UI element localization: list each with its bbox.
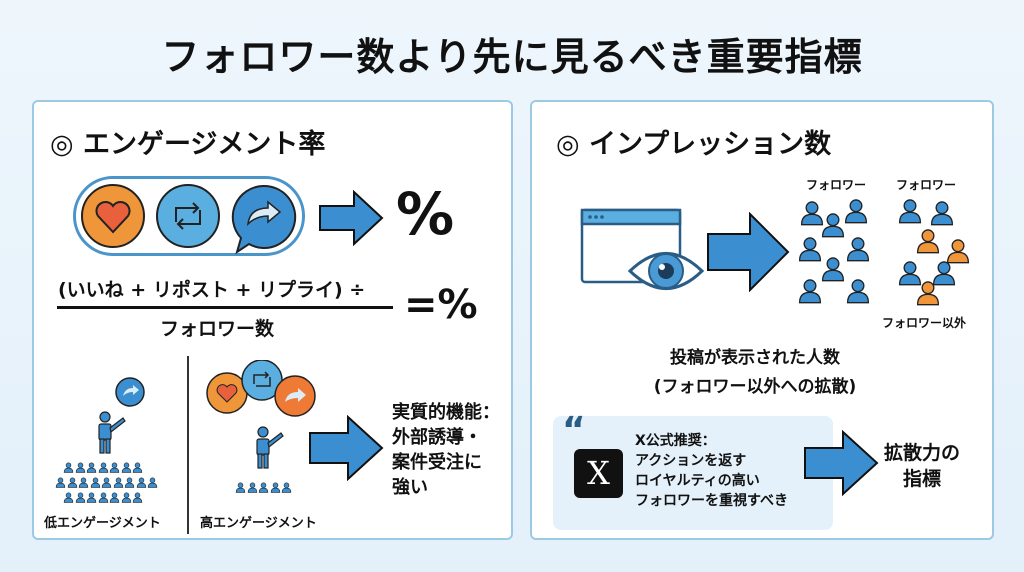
person-icon [898,199,922,224]
person-icon [281,482,292,493]
result-line: 強い [392,477,428,498]
reply-share-icon [231,184,297,254]
followers-crowd [795,198,885,308]
follower-label: フォロワー [896,178,957,192]
reaction-icons [81,184,297,254]
low-engagement-label: 低エンゲージメント [44,516,161,531]
quote-line: フォロワーを重視すべき [635,493,789,509]
reaction-icons-group [73,176,305,256]
person-icon [121,462,131,473]
person-icon [75,462,85,473]
share-bubble-icon [115,377,145,407]
arrow-right-icon [309,415,384,481]
person-icon [109,462,120,473]
impressions-result: 拡散力の 指標 [884,440,960,492]
person-icon [86,462,97,473]
arrow-right-icon [707,212,790,292]
heart-icon [81,184,145,248]
fraction-line [57,306,393,309]
person-icon [898,261,922,286]
quote-line: X公式推奨： [635,433,716,449]
person-icon [124,477,135,488]
result-line: 外部誘導・ [392,427,482,448]
person-icon [235,482,246,493]
quote-icon: “ [562,410,586,451]
non-follower-label: フォロワー以外 [882,316,967,330]
crowd-high [235,482,295,498]
person-icon [113,477,123,488]
person-icon [67,477,77,488]
percent-symbol: % [396,180,455,248]
quote-line: アクションを返す [635,453,747,469]
engagement-result: 実質的機能： 外部誘導・ 案件受注に 強い [392,400,500,500]
person-icon [946,239,970,264]
person-icon [821,213,845,238]
heart-bubble-icon [206,372,248,414]
person-icon [258,482,269,493]
person-icon [798,279,822,304]
presenter-low [98,377,145,454]
person-icon [247,482,257,493]
person-icon [90,477,100,488]
formula-denominator: フォロワー数 [160,318,275,340]
person-icon [63,492,74,503]
person-icon [916,281,940,306]
high-engagement-label: 高エンゲージメント [200,516,317,531]
caption-line: (フォロワー以外への拡散) [653,377,857,397]
result-line: 実質的機能： [392,402,500,423]
presenter-high [206,360,316,469]
person-icon [821,257,845,282]
person-icon [121,492,131,503]
eye-icon [627,252,705,290]
person-icon [798,237,822,262]
mixed-crowd [895,198,975,308]
follower-label: フォロワー [806,178,867,192]
arrow-right-icon [319,190,384,246]
formula-numerator: (いいね + リポスト + リプライ) ÷ [58,279,366,301]
person-icon [132,492,143,503]
person-icon [846,237,870,262]
result-line: 案件受注に [392,452,482,473]
person-icon [98,462,108,473]
person-icon [109,492,120,503]
person-icon [147,477,158,488]
caption-line: 投稿が表示された人数 [670,348,840,368]
person-icon [55,477,66,488]
divider [187,356,189,534]
person-icon [132,462,143,473]
person-icon [136,477,146,488]
impressions-heading: ◎ インプレッション数 [556,129,832,160]
person-icon [256,426,284,469]
person-icon [86,492,97,503]
x-logo-icon: X [574,449,623,498]
arrow-right-icon [804,430,879,496]
crowd-low [55,462,175,510]
person-icon [846,279,870,304]
result-line: 指標 [903,468,942,490]
person-icon [98,411,126,454]
person-icon [800,201,824,226]
engagement-heading: ◎ エンゲージメント率 [50,129,326,160]
browser-eye-icon [580,208,705,290]
formula-result: =% [404,282,478,328]
person-icon [63,462,74,473]
person-icon [78,477,89,488]
person-icon [932,261,956,286]
result-line: 拡散力の [884,442,961,464]
impressions-caption: 投稿が表示された人数 (フォロワー以外への拡散) [530,343,870,397]
person-icon [75,492,85,503]
person-icon [930,201,954,226]
person-icon [270,482,280,493]
quote-line: ロイヤルティの高い [635,473,760,489]
repost-icon [156,184,220,248]
x-recommendation-text: X公式推奨： アクションを返す ロイヤルティの高い フォロワーを重視すべき [635,431,788,511]
person-icon [916,229,940,254]
share-bubble-icon [274,375,316,417]
page-title: フォロワー数より先に見るべき重要指標 [161,35,863,79]
person-icon [844,199,868,224]
person-icon [101,477,112,488]
person-icon [98,492,108,503]
